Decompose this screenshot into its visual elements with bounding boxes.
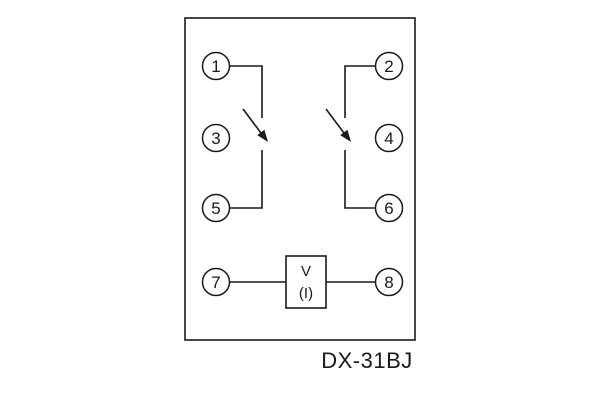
terminal-3-label: 3 <box>211 129 220 148</box>
terminal-8-circle <box>374 267 404 297</box>
model-label: DX-31BJ <box>321 348 413 373</box>
terminal-1: 1 <box>201 51 231 81</box>
terminal-8-label: 8 <box>384 273 393 292</box>
terminal-4-label: 4 <box>384 129 393 148</box>
wire-terminal2-to-contact <box>344 65 376 118</box>
terminal-1-label: 1 <box>211 57 220 76</box>
measuring-element-box <box>285 255 327 309</box>
terminal-7-label: 7 <box>211 273 220 292</box>
terminal-3-circle <box>201 123 231 153</box>
terminal-8: 8 <box>374 267 404 297</box>
terminal-4: 4 <box>374 123 404 153</box>
terminal-5: 5 <box>201 193 231 223</box>
terminal-7-circle <box>201 267 231 297</box>
wire-terminal1-to-contact <box>229 65 263 118</box>
terminal-4-circle <box>374 123 404 153</box>
measuring-element-line1: V <box>301 263 311 280</box>
wire-terminal6-to-contact <box>344 150 376 209</box>
wire-terminal5-to-contact <box>229 150 263 209</box>
terminal-7: 7 <box>201 267 231 297</box>
terminal-6: 6 <box>374 193 404 223</box>
terminal-3: 3 <box>201 123 231 153</box>
terminal-2: 2 <box>374 51 404 81</box>
terminal-2-label: 2 <box>384 57 393 76</box>
left-contact-arrow-icon <box>257 129 268 142</box>
terminal-6-circle <box>374 193 404 223</box>
terminal-5-label: 5 <box>211 199 220 218</box>
terminal-2-circle <box>374 51 404 81</box>
right-contact-blade <box>325 108 345 134</box>
terminal-5-circle <box>201 193 231 223</box>
measuring-element-line2: (I) <box>299 285 313 302</box>
terminal-6-label: 6 <box>384 199 393 218</box>
terminal-1-circle <box>201 51 231 81</box>
left-contact-blade <box>242 108 262 134</box>
right-contact-arrow-icon <box>340 129 351 142</box>
